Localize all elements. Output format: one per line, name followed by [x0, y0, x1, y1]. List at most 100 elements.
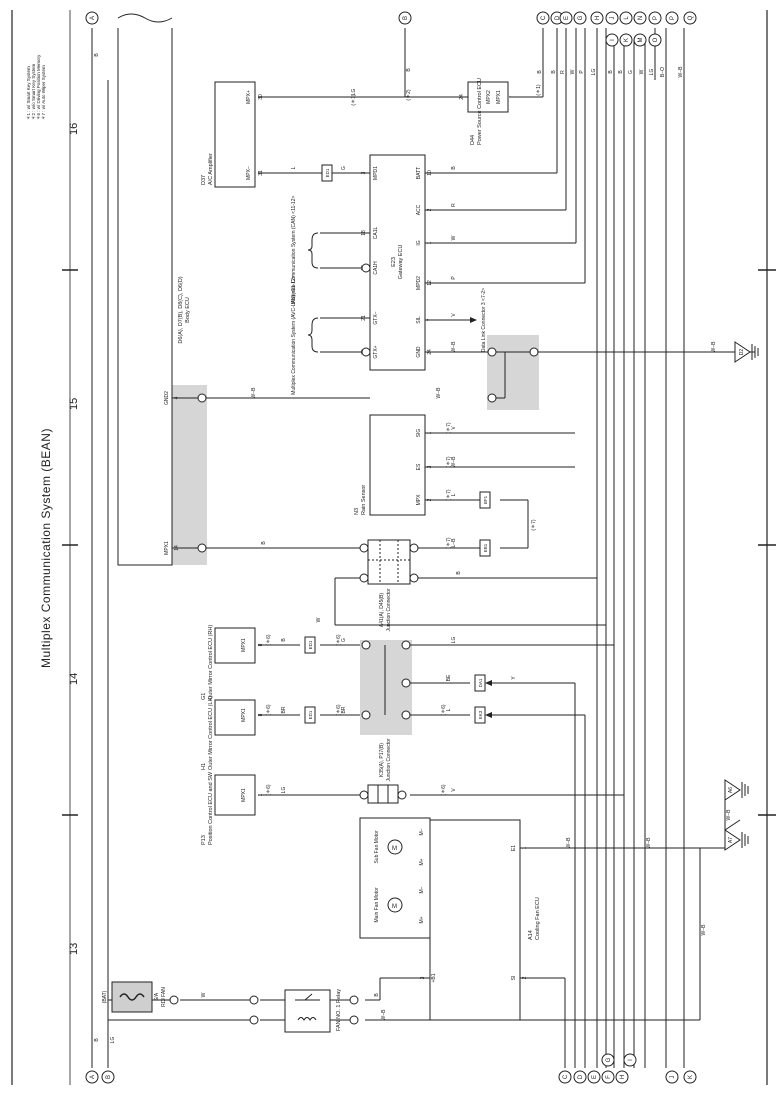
- svg-text:P13: P13: [201, 835, 207, 845]
- svg-text:B: B: [403, 16, 409, 20]
- svg-text:B: B: [608, 70, 614, 74]
- svg-text:W−B: W−B: [451, 341, 457, 353]
- svg-text:K: K: [688, 1075, 694, 1079]
- svg-text:21: 21: [361, 315, 367, 321]
- svg-text:W: W: [316, 617, 322, 622]
- svg-text:LG: LG: [351, 89, 357, 96]
- svg-text:W−B: W−B: [701, 924, 707, 936]
- svg-text:LG: LG: [110, 1037, 116, 1044]
- svg-text:MPX2: MPX2: [486, 90, 492, 104]
- svg-text:E1: E1: [511, 845, 517, 851]
- svg-text:Junction Connector: Junction Connector: [386, 738, 392, 781]
- svg-text:18: 18: [361, 230, 367, 236]
- rain-sensor: N3 Rain Sensor SIG ES MPX 1 3 2: [354, 414, 433, 516]
- svg-text:MPX1: MPX1: [241, 708, 247, 722]
- svg-text:W−B: W−B: [711, 341, 717, 353]
- svg-text:SI: SI: [511, 976, 517, 981]
- svg-text:Outer Mirror Control ECU (RH): Outer Mirror Control ECU (RH): [208, 625, 214, 700]
- svg-text:M: M: [638, 38, 644, 43]
- svg-text:W−B: W−B: [251, 387, 257, 399]
- svg-text:B: B: [94, 1038, 100, 1042]
- svg-text:W−B: W−B: [381, 1009, 387, 1021]
- svg-text:8: 8: [258, 713, 264, 716]
- can-label: Multiplex Communication System (CAN) <11…: [291, 196, 297, 305]
- svg-text:Q: Q: [688, 15, 694, 20]
- svg-text:31: 31: [258, 170, 264, 176]
- outer-mirror-rh: MPX1 8 G1 Outer Mirror Control ECU (RH): [201, 625, 264, 700]
- svg-text:G: G: [606, 1057, 612, 1062]
- svg-text:W−B: W−B: [451, 456, 457, 468]
- svg-text:P: P: [579, 70, 585, 74]
- svg-text:L: L: [291, 166, 297, 169]
- svg-text:(＊7): (＊7): [446, 489, 452, 500]
- svg-text:M−: M−: [419, 886, 425, 893]
- svg-text:B: B: [537, 70, 543, 74]
- svg-text:B−O: B−O: [660, 67, 666, 77]
- connector-id-labels: ED1 BF1 EB1 ED1 ED1 DA1 EK3: [308, 168, 488, 719]
- svg-text:3: 3: [427, 465, 433, 468]
- svg-text:O: O: [653, 37, 659, 42]
- svg-text:E: E: [564, 16, 570, 20]
- svg-text:(BAT): (BAT): [102, 990, 108, 1003]
- svg-text:MPX−: MPX−: [246, 166, 252, 180]
- svg-text:G: G: [341, 166, 347, 170]
- svg-text:(＊7): (＊7): [531, 519, 537, 530]
- svg-text:L−B: L−B: [451, 538, 457, 548]
- svg-text:W−B: W−B: [436, 387, 442, 399]
- svg-text:H: H: [595, 16, 601, 20]
- svg-text:10: 10: [427, 170, 433, 176]
- svg-text:1: 1: [522, 846, 528, 849]
- svg-text:H1: H1: [201, 763, 207, 770]
- condition-labels: (＊2) (＊1) (＊1) (＊7) (＊7) (＊7) (＊7) (＊7) …: [266, 84, 542, 795]
- svg-text:D: D: [578, 1074, 584, 1079]
- svg-text:2: 2: [427, 208, 433, 211]
- ground-d2-label: D2: [739, 349, 745, 356]
- svg-text:P: P: [653, 16, 659, 20]
- svg-text:16: 16: [68, 123, 80, 135]
- svg-text:1: 1: [427, 241, 433, 244]
- svg-text:MPX: MPX: [416, 494, 422, 506]
- dlc-arrow: [460, 317, 477, 323]
- svg-text:M−: M−: [419, 828, 425, 835]
- svg-text:IG: IG: [416, 240, 422, 245]
- svg-text:W: W: [570, 69, 576, 74]
- svg-text:CA1H: CA1H: [373, 261, 379, 275]
- body-ecu: D6(A), D7(B), D8(C), D6(D) Body ECU GND2…: [117, 13, 191, 566]
- svg-text:R: R: [560, 70, 566, 74]
- svg-text:(＊7): (＊7): [446, 456, 452, 467]
- svg-text:(＊1): (＊1): [351, 94, 357, 105]
- svg-text:LG: LG: [451, 637, 457, 644]
- svg-text:BF1: BF1: [483, 495, 488, 504]
- page-title: Multiplex Communication System (BEAN): [39, 428, 53, 668]
- svg-text:V: V: [451, 313, 457, 317]
- svg-text:LG: LG: [649, 69, 655, 76]
- svg-text:W: W: [639, 69, 645, 74]
- svg-text:＊7 : w/ Auto Wiper System: ＊7 : w/ Auto Wiper System: [41, 65, 46, 120]
- svg-text:W−B: W−B: [566, 837, 572, 849]
- outer-mirror-lh: MPX1 8 H1 Outer Mirror Control ECU (LH): [201, 696, 264, 770]
- wire-color-labels: LG L G B R W P V W−B W−B W−B W−B B L−B V…: [94, 53, 732, 1044]
- frame: [11, 10, 776, 1085]
- junction-connector-a41: A41(A), D45(B) Junction Connector: [367, 539, 411, 632]
- svg-text:J: J: [610, 17, 616, 20]
- svg-text:7: 7: [509, 95, 515, 98]
- ac-amplifier: D37 A/C Amplifier MPX+ 30 MPX− 31: [201, 81, 264, 188]
- ground-a6-label: A6: [728, 787, 734, 793]
- svg-text:(＊6): (＊6): [441, 784, 447, 795]
- svg-text:Main Fan Motor: Main Fan Motor: [374, 887, 380, 922]
- svg-text:ED1: ED1: [325, 168, 330, 177]
- svg-text:B: B: [451, 166, 457, 170]
- svg-text:ES: ES: [416, 463, 422, 470]
- svg-text:＊1 : w/ Smart Key System: ＊1 : w/ Smart Key System: [26, 66, 31, 120]
- svg-text:C: C: [541, 15, 547, 20]
- svg-text:Cooling Fan ECU: Cooling Fan ECU: [535, 897, 541, 940]
- shaded-areas: [172, 335, 539, 735]
- svg-text:(＊6): (＊6): [336, 634, 342, 645]
- svg-text:L: L: [446, 708, 452, 711]
- svg-text:B: B: [106, 1075, 112, 1079]
- svg-text:(＊2): (＊2): [406, 89, 412, 100]
- svg-text:L: L: [624, 16, 630, 20]
- svg-text:N3: N3: [354, 508, 360, 515]
- svg-text:30: 30: [258, 94, 264, 100]
- svg-text:Outer Mirror Control ECU (LH): Outer Mirror Control ECU (LH): [208, 696, 214, 770]
